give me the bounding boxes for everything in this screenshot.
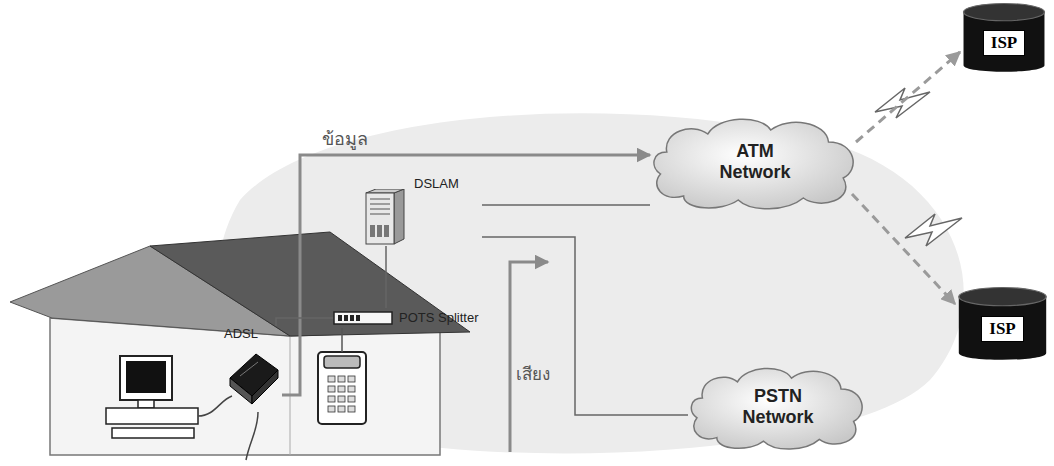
dslam-slot xyxy=(370,209,390,210)
node-label: PSTN Network xyxy=(730,386,826,427)
phone-keypad xyxy=(328,376,355,412)
computer-monitor xyxy=(120,356,172,400)
dslam-slot xyxy=(370,204,390,205)
phone-key xyxy=(348,396,355,402)
phone-key xyxy=(338,396,345,402)
phone-key xyxy=(348,376,355,382)
connector xyxy=(385,246,387,308)
node-label: POTS Splitter xyxy=(399,310,478,325)
phone-key xyxy=(338,386,345,392)
splitter-led xyxy=(338,315,342,321)
splitter-node: POTS Splitter xyxy=(333,308,498,328)
node-label: DSLAM xyxy=(414,176,459,191)
node-label: ADSL xyxy=(224,326,258,341)
connector xyxy=(856,52,960,142)
isp-server: ISP xyxy=(955,286,1050,362)
phone-key xyxy=(328,406,335,412)
dslam-top xyxy=(366,189,404,193)
connector xyxy=(282,155,650,395)
dslam-front xyxy=(366,193,394,244)
flow-label: เสียง xyxy=(516,360,550,387)
computer-stand xyxy=(138,400,154,408)
cylinder-top xyxy=(959,288,1046,306)
network-cloud: ATM Network xyxy=(650,112,860,212)
modem-node: ADSL xyxy=(222,326,282,414)
phone-key xyxy=(348,386,355,392)
phone-key xyxy=(348,406,355,412)
splitter-led xyxy=(350,315,354,321)
cylinder-top xyxy=(964,3,1045,20)
node-label: ISP xyxy=(983,30,1025,56)
splitter-body xyxy=(334,312,392,324)
connector xyxy=(852,194,955,304)
connector xyxy=(482,204,650,206)
phone-key xyxy=(338,376,345,382)
computer-keyboard xyxy=(112,428,194,438)
cloud-outline xyxy=(691,368,862,449)
computer-case xyxy=(106,408,198,424)
computer-screen xyxy=(126,361,166,393)
phone-key xyxy=(328,386,335,392)
voice-arrow xyxy=(510,262,548,452)
modem-icon xyxy=(226,348,282,412)
lightning-bolt xyxy=(905,214,962,246)
phone-cord xyxy=(341,328,343,352)
dslam-icon xyxy=(364,189,408,245)
dslam-side xyxy=(394,189,404,244)
phone-key xyxy=(328,396,335,402)
house-wall xyxy=(50,318,440,455)
modem-front xyxy=(252,370,278,404)
network-cloud: PSTN Network xyxy=(688,362,868,452)
splitter-icon xyxy=(333,311,393,325)
connector xyxy=(482,237,688,415)
modem-highlight xyxy=(240,362,258,376)
dslam-node: DSLAM xyxy=(358,174,482,246)
phone-key xyxy=(328,376,335,382)
node-label: ISP xyxy=(981,316,1023,342)
dslam-slot xyxy=(370,199,390,200)
dslam-port xyxy=(370,225,375,237)
isp-server: ISP xyxy=(960,2,1048,74)
node-label: ATM Network xyxy=(707,141,803,182)
connector xyxy=(276,318,333,326)
phone-body xyxy=(318,352,366,424)
edge-label: ข้อมูล xyxy=(322,124,368,153)
dslam-port xyxy=(384,225,389,237)
modem-cable xyxy=(246,412,258,460)
dslam-slot xyxy=(370,214,390,215)
computer-cable xyxy=(198,396,232,416)
dslam-port xyxy=(377,225,382,237)
splitter-led xyxy=(356,315,360,321)
phone-key xyxy=(338,406,345,412)
splitter-led xyxy=(344,315,348,321)
phone-handset xyxy=(324,356,360,368)
modem-side xyxy=(230,378,252,404)
cloud-outline xyxy=(654,119,853,209)
